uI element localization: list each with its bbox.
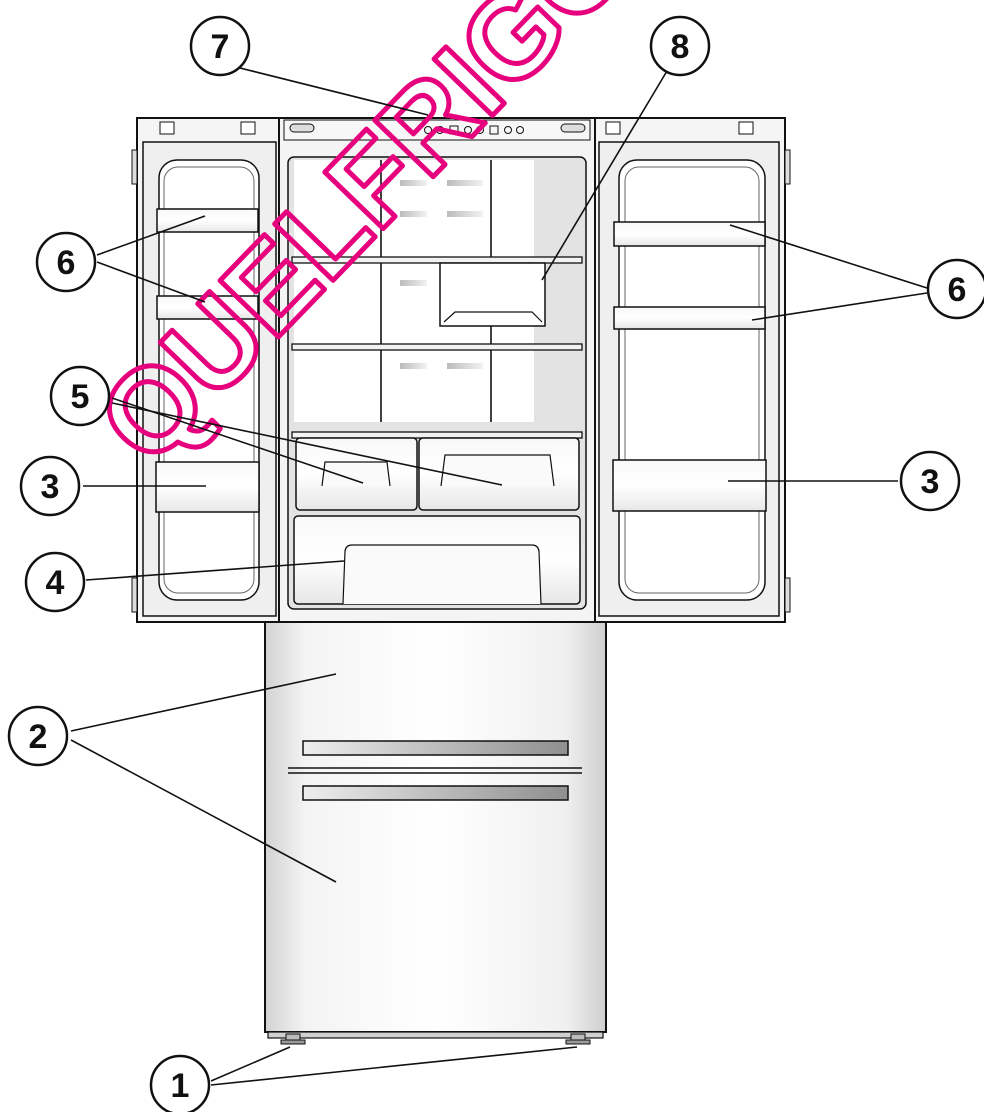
- svg-text:1: 1: [171, 1067, 190, 1105]
- crisper-drawer-right[interactable]: [418, 437, 580, 511]
- hanging-tray: [439, 262, 546, 327]
- left-door-bin-lower: [155, 461, 260, 513]
- svg-text:5: 5: [71, 378, 90, 416]
- callout-5: 5: [49, 365, 111, 427]
- callout-4: 4: [24, 551, 86, 613]
- left-door-shelf-upper: [156, 208, 259, 233]
- freezer-body: [264, 617, 607, 1033]
- freezer-drawer-handle-top[interactable]: [302, 740, 569, 756]
- right-door-shelf-upper: [613, 221, 766, 247]
- right-door: [593, 117, 791, 623]
- glass-shelf-3: [291, 431, 583, 439]
- callout-8: 8: [649, 15, 711, 77]
- svg-text:6: 6: [948, 271, 967, 309]
- left-door-shelf-middle: [156, 295, 259, 320]
- adjustable-foot-right: [565, 1033, 591, 1045]
- callout-2: 2: [7, 705, 69, 767]
- right-door-bin-lower: [612, 459, 767, 512]
- callout-6-right: 6: [926, 258, 984, 320]
- control-panel-buttons[interactable]: [424, 125, 524, 135]
- freezer-section: [264, 617, 607, 1045]
- left-door: [131, 117, 281, 623]
- svg-text:4: 4: [46, 564, 65, 602]
- callout-1: 1: [149, 1054, 211, 1112]
- base-plinth: [267, 1031, 604, 1039]
- crisper-drawer-left[interactable]: [295, 437, 418, 511]
- adjustable-foot-left: [280, 1033, 306, 1045]
- freezer-drawer-handle-bottom[interactable]: [302, 785, 569, 801]
- wide-drawer[interactable]: [293, 515, 581, 605]
- svg-text:3: 3: [921, 463, 940, 501]
- callout-3-right: 3: [899, 450, 961, 512]
- glass-shelf-2: [291, 343, 583, 351]
- svg-text:8: 8: [671, 28, 690, 66]
- svg-text:7: 7: [211, 28, 230, 66]
- leader-lines: [70, 66, 928, 1086]
- right-door-shelf-middle: [613, 306, 766, 330]
- svg-text:2: 2: [29, 718, 48, 756]
- glass-shelf-1: [291, 256, 583, 264]
- svg-text:3: 3: [41, 468, 60, 506]
- svg-text:6: 6: [57, 244, 76, 282]
- callout-6-left: 6: [35, 231, 97, 293]
- fridge-cabinet: [278, 117, 596, 623]
- callout-7: 7: [189, 15, 251, 77]
- callout-3-left: 3: [19, 455, 81, 517]
